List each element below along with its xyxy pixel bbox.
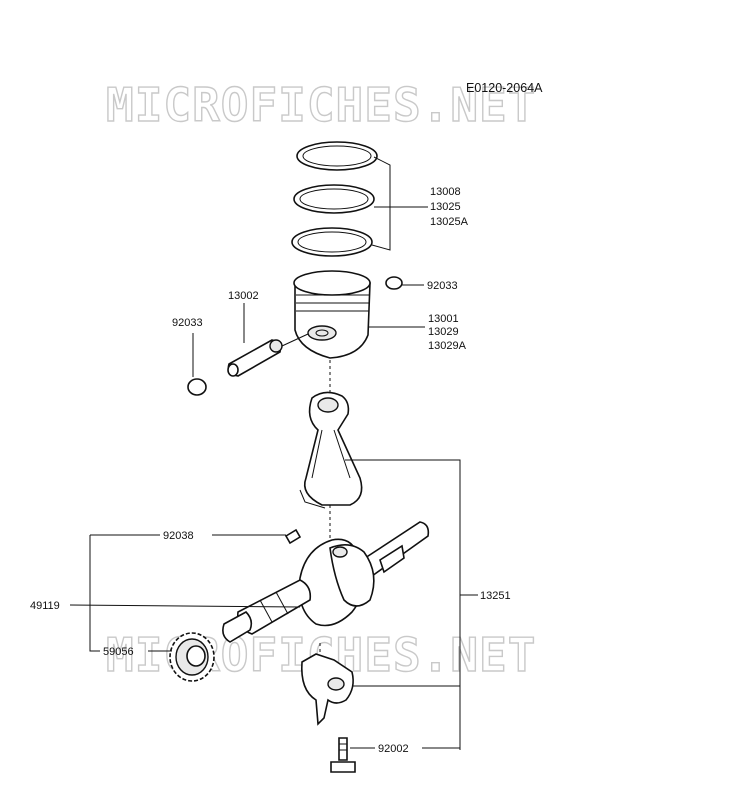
- piston: [293, 270, 371, 359]
- label-crankshaft: 49119: [30, 600, 60, 612]
- label-circlip-left: 92033: [172, 317, 203, 329]
- crankshaft-gear: [169, 632, 215, 682]
- circlip-left: [187, 378, 207, 396]
- label-bolt: 92002: [378, 743, 409, 755]
- connecting-rod: [299, 391, 363, 509]
- label-circlip-right: 92033: [427, 280, 458, 292]
- connecting-rod-cap: [300, 640, 354, 726]
- label-conrod-assy: 13251: [480, 590, 511, 602]
- diagram-code: E0120-2064A: [466, 81, 543, 95]
- circlip-right: [385, 276, 403, 290]
- label-ring-13025a: 13025A: [430, 216, 469, 228]
- label-piston-13029a: 13029A: [428, 340, 467, 352]
- label-ring-13008: 13008: [430, 186, 461, 198]
- label-piston-13001: 13001: [428, 313, 459, 325]
- label-gear: 59056: [103, 646, 134, 658]
- label-key: 92038: [163, 530, 194, 542]
- connecting-rod-bolt: [330, 737, 356, 773]
- crankshaft-key: [284, 528, 302, 545]
- crankshaft: [222, 521, 430, 643]
- piston-pin: [227, 339, 283, 377]
- label-piston-13029: 13029: [428, 326, 459, 338]
- piston-rings: [291, 141, 378, 257]
- watermark-top: MICROFICHES.NET: [106, 78, 536, 132]
- label-piston-pin: 13002: [228, 290, 259, 302]
- label-ring-13025: 13025: [430, 201, 461, 213]
